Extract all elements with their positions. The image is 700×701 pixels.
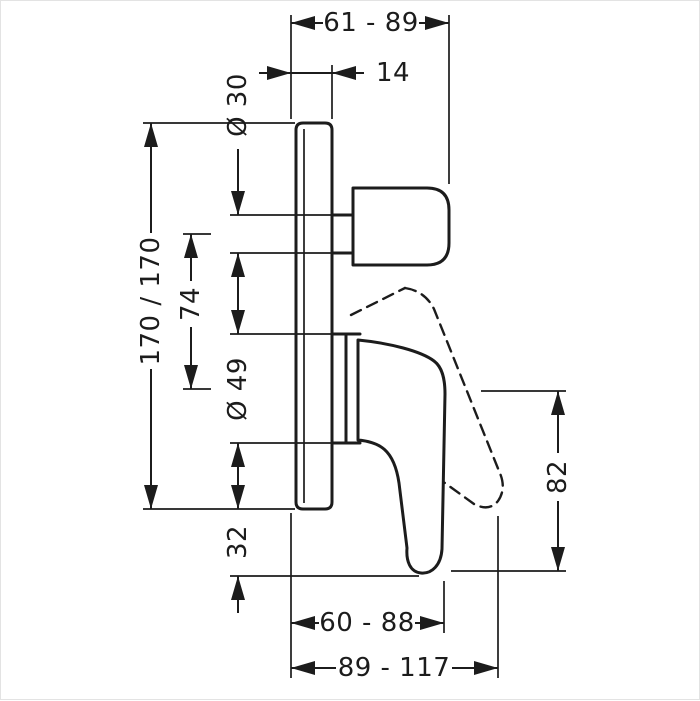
lever-handle: [356, 338, 447, 575]
dim-max-range: 89 - 117: [291, 653, 498, 683]
handle-stem: [330, 213, 355, 255]
dim-flange-depth: 14: [259, 58, 410, 88]
dim-label-center-distance: 74: [176, 287, 206, 321]
valve-sleeve: [330, 332, 362, 445]
dim-handle-diameter: Ø 30: [223, 73, 253, 334]
dim-arrowheads: [231, 485, 245, 600]
shutoff-handle: [351, 186, 451, 267]
dim-center-distance: 74: [176, 234, 206, 389]
dashed-lever-top-edge: [349, 286, 407, 317]
fixture-drawing: [294, 121, 504, 575]
dim-label-max-range: 89 - 117: [338, 653, 451, 683]
dim-label-lever-range: 60 - 88: [319, 608, 415, 638]
lever-handle-raised-dashed: [349, 286, 504, 509]
dim-label-plate-height: 170 / 170: [136, 236, 166, 365]
extension-line-set: [143, 15, 566, 678]
dim-lever-height: 82: [543, 391, 573, 571]
dim-label-sleeve-diameter: Ø 49: [223, 357, 253, 421]
dimension-annotations: 61 - 89 14 Ø 30 Ø 49 32: [136, 8, 573, 683]
dim-top-range: 61 - 89: [291, 8, 449, 38]
dim-label-top-range: 61 - 89: [323, 8, 419, 38]
dim-label-lever-height: 82: [543, 460, 573, 494]
dim-label-flange-depth: 14: [376, 58, 410, 88]
dashed-lever-outline: [403, 286, 504, 509]
dim-lever-range: 60 - 88: [291, 608, 444, 638]
dim-label-bottom-offset: 32: [223, 525, 253, 559]
sleeve-edges: [330, 332, 362, 445]
extension-lines: [143, 15, 566, 678]
dim-label-handle-diameter: Ø 30: [223, 73, 253, 137]
dim-arrowheads: [267, 66, 356, 80]
dim-bottom-offset: 32: [223, 485, 253, 613]
escutcheon-plate: [294, 121, 334, 511]
dim-plate-height: 170 / 170: [136, 123, 166, 509]
dim-arrowheads: [291, 661, 498, 675]
dim-arrowheads: [231, 191, 245, 277]
dim-sleeve-diameter: Ø 49: [223, 310, 253, 509]
